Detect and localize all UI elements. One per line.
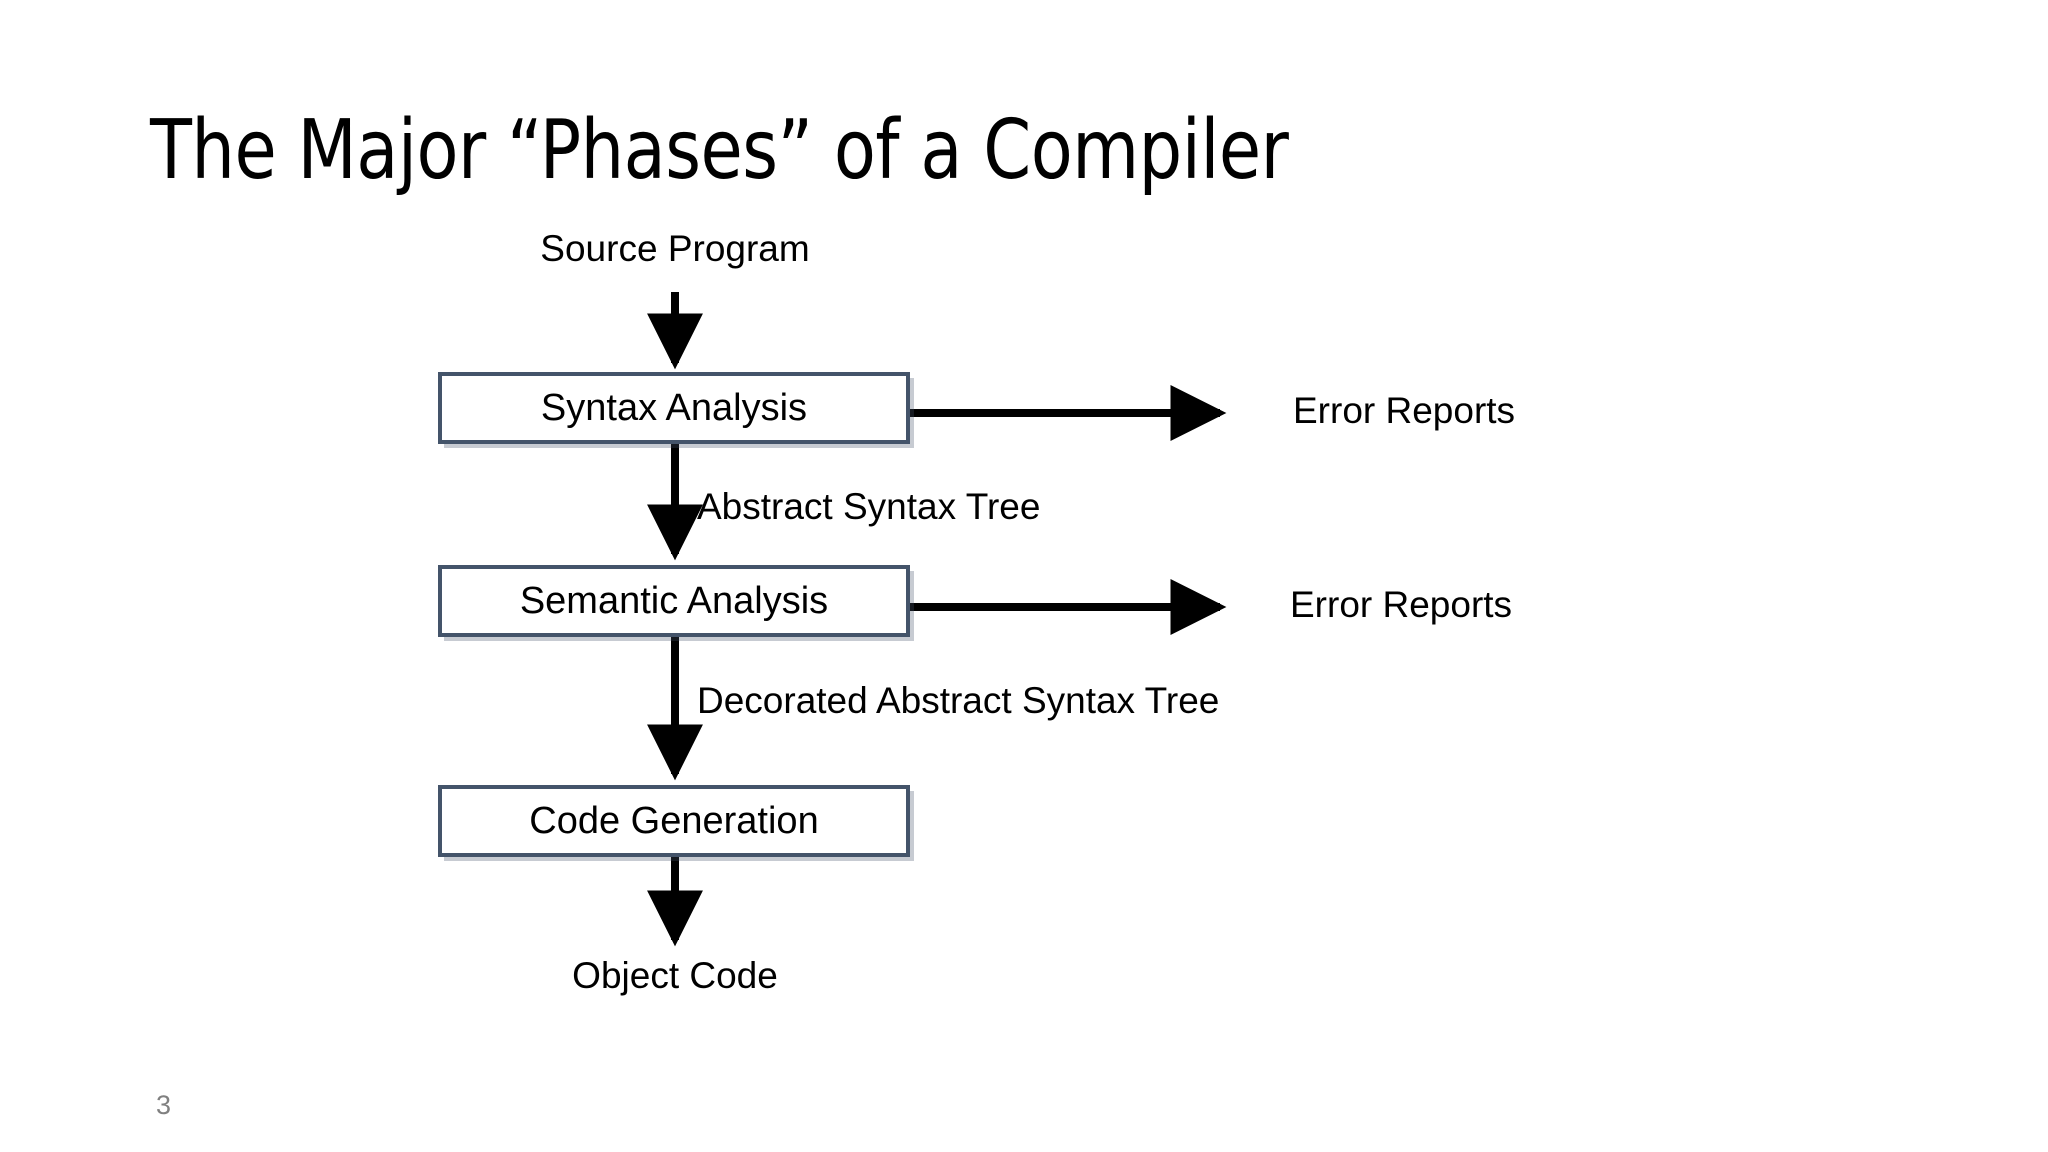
process-box-label: Code Generation <box>529 800 819 842</box>
process-box-syntax-analysis[interactable]: Syntax Analysis <box>438 372 910 444</box>
edge-label-decorated-abstract-syntax-tree: Decorated Abstract Syntax Tree <box>697 680 1220 721</box>
process-box-semantic-analysis[interactable]: Semantic Analysis <box>438 565 910 637</box>
slide-number: 3 <box>156 1090 172 1120</box>
diagram-output-label: Object Code <box>572 955 778 996</box>
process-box-label: Semantic Analysis <box>519 580 829 622</box>
side-output-label-error-reports-1: Error Reports <box>1293 390 1516 431</box>
process-box-label: Syntax Analysis <box>540 387 808 429</box>
page-title: The Major “Phases” of a Compiler <box>150 103 1289 198</box>
side-output-label-error-reports-2: Error Reports <box>1290 584 1513 625</box>
edge-label-abstract-syntax-tree: Abstract Syntax Tree <box>697 486 1041 527</box>
diagram-input-label: Source Program <box>540 228 810 269</box>
process-box-code-generation[interactable]: Code Generation <box>438 785 910 857</box>
